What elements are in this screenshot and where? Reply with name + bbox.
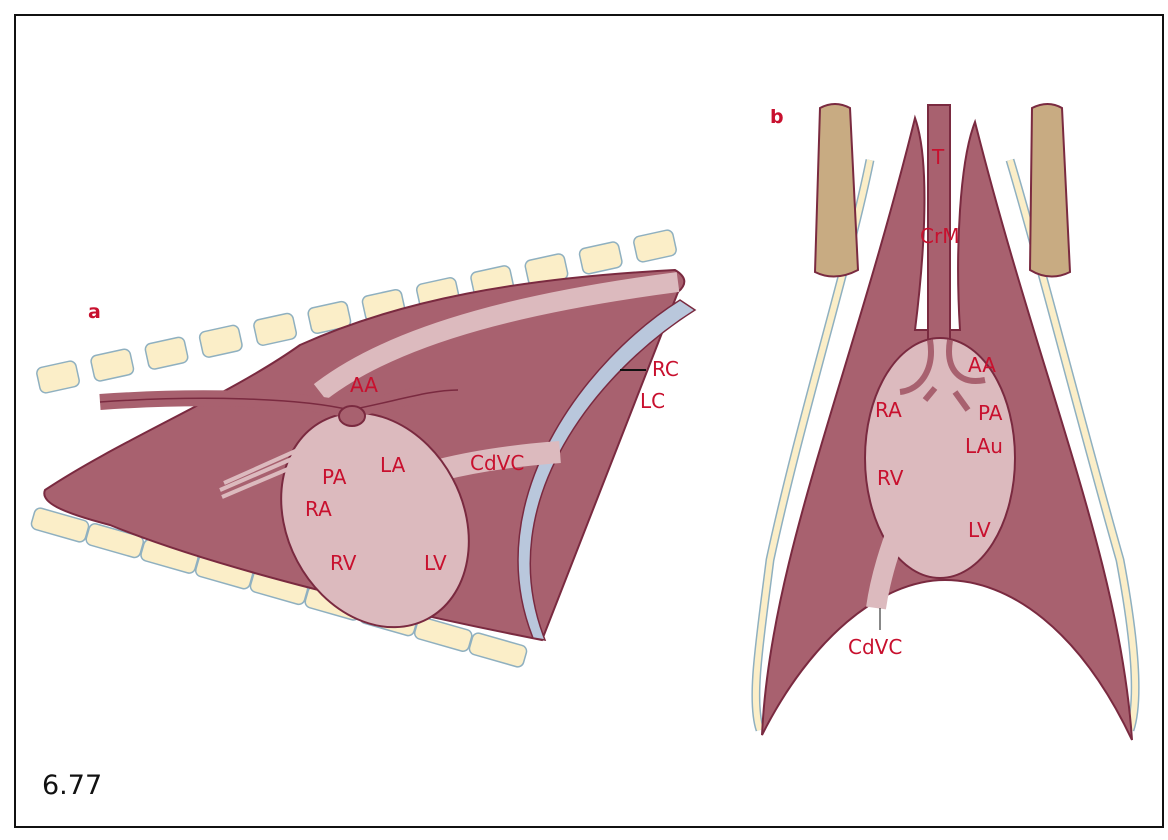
label-rv: RV [330,551,357,575]
diaphragm [517,299,697,641]
left-limb [813,103,860,278]
label-lv: LV [424,551,447,575]
vertebra [198,324,243,358]
vertebra [578,241,623,275]
vertebra [413,616,473,652]
label-ra: RA [305,497,332,521]
label-cdvc-b: CdVC [848,635,902,659]
pulmonary-arteries [219,430,343,499]
vertebra [36,360,80,394]
figure-number: 6.77 [42,770,103,801]
aorta [313,272,680,400]
heart-a [280,411,470,629]
vertebra [85,523,145,559]
label-aa: AA [350,373,378,397]
bronchi [899,339,986,412]
label-aa-b: AA [968,353,996,377]
vertebra [144,336,189,370]
label-lau: LAu [965,434,1003,458]
caudal-vena-cava-b [866,506,915,610]
label-cdvc: CdVC [470,451,524,475]
panel-a-letter: a [88,301,101,323]
label-pa-b: PA [978,401,1003,425]
vertebra [633,229,677,263]
right-limb [1028,103,1072,278]
label-lc: LC [640,389,665,413]
vertebra [90,348,135,382]
label-ra-b: RA [875,398,902,422]
figure-frame [14,14,1164,828]
vertebra [30,507,90,543]
vertebra [468,632,528,668]
panel-a: a AA PA LA RA RV LV CdVC RC LC [30,229,697,668]
panel-b-letter: b [770,106,784,128]
vertebrae-row [36,229,677,394]
label-pa: PA [322,465,347,489]
label-t: T [931,145,945,169]
panel-b: b T CrM AA RA PA LAu RV LV CdVC [751,103,1140,741]
label-lv-b: LV [968,518,991,542]
label-rv-b: RV [877,466,904,490]
label-la: LA [380,453,406,477]
vertebra [253,312,298,346]
aortic-arch-cross-section [338,405,366,427]
caudal-vena-cava [437,441,561,481]
vertebra [307,300,352,335]
label-rc: RC [652,357,679,381]
label-crm: CrM [920,224,959,248]
